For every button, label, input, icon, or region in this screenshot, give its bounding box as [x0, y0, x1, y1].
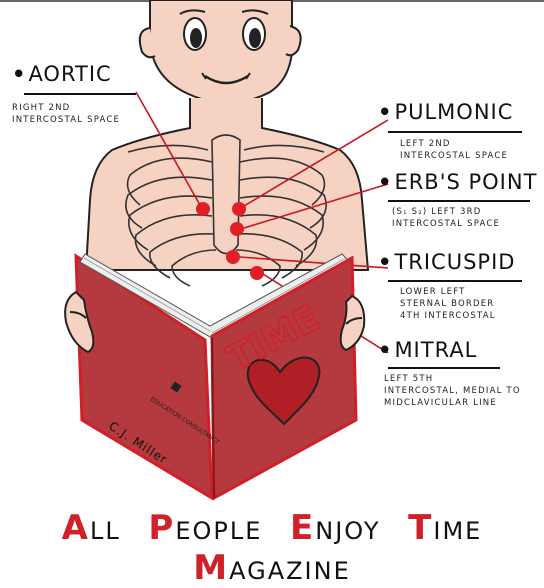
head — [140, 0, 301, 103]
tricuspid-underline — [388, 280, 522, 282]
mnemonic: All People Enjoy Time Magazine — [0, 508, 544, 588]
mitral-description: Left 5th intercostal, medial to midclavi… — [384, 373, 521, 409]
aortic-underline — [24, 93, 136, 95]
erbs-point-underline — [388, 200, 530, 202]
tricuspid-label: •Tricuspid — [378, 250, 515, 274]
pulmonic-point — [232, 202, 246, 216]
tricuspid-description: Lower left sternal border 4th intercosta… — [400, 286, 496, 322]
magazine — [76, 254, 356, 498]
mitral-underline — [388, 367, 500, 369]
mnemonic-word: All — [62, 517, 121, 545]
erbs-point-label: •Erb's Point — [378, 170, 537, 194]
erbs-point — [230, 222, 244, 236]
tricuspid-point — [226, 250, 240, 264]
pulmonic-label: •Pulmonic — [378, 100, 513, 124]
mnemonic-word: People — [148, 517, 262, 545]
mitral-label: •Mitral — [378, 338, 477, 362]
aortic-description: Right 2nd intercostal space — [12, 102, 120, 126]
aortic-point — [196, 202, 210, 216]
pulmonic-underline — [388, 131, 522, 133]
mnemonic-word: Enjoy — [290, 517, 381, 545]
mitral-point — [250, 266, 264, 280]
pulmonic-description: Left 2nd intercostal space — [400, 138, 508, 162]
mnemonic-word: Time — [408, 517, 482, 545]
erbs-point-description: (S₁ S₂) left 3rd intercostal space — [392, 206, 500, 230]
aortic-label: •Aortic — [12, 62, 112, 86]
mnemonic-word: Magazine — [193, 557, 351, 585]
